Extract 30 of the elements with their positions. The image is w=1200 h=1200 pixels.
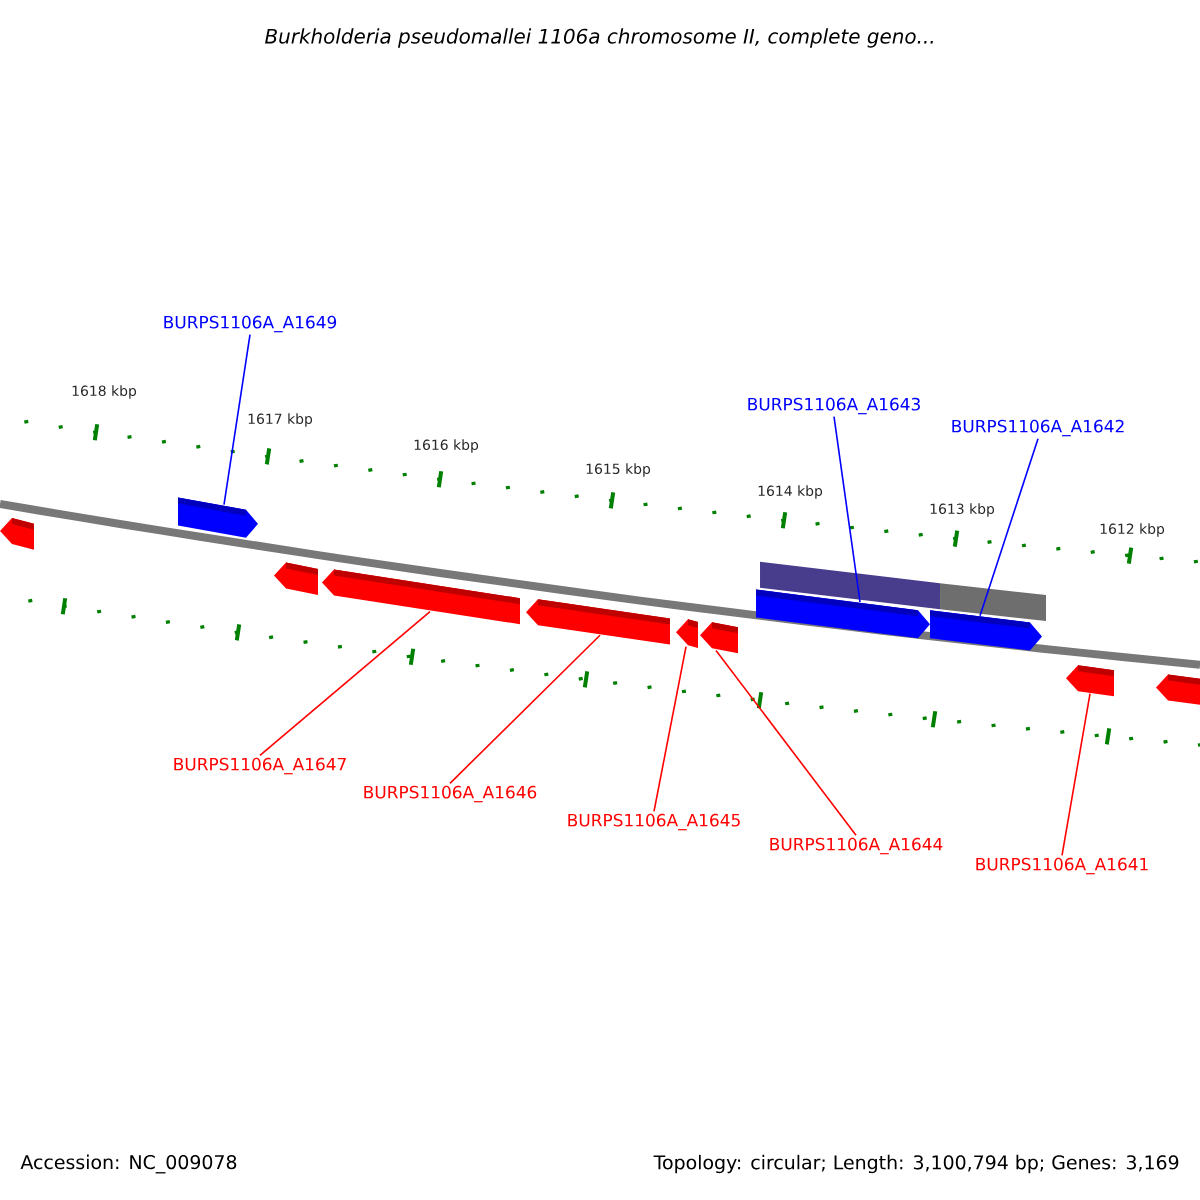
gene-block	[322, 569, 520, 625]
gene-block	[700, 622, 738, 654]
leader-line	[653, 645, 687, 813]
leader-line	[223, 333, 251, 506]
gene-label: BURPS1106A_A1647	[174, 757, 346, 775]
leader-line	[979, 437, 1039, 617]
gene-block	[526, 599, 670, 645]
gene-block	[1156, 674, 1200, 705]
gene-label: BURPS1106A_A1642	[952, 419, 1124, 437]
gene-label: BURPS1106A_A1649	[164, 315, 337, 333]
leader-line	[1061, 692, 1091, 857]
leader-line	[259, 610, 431, 757]
leader-line	[715, 649, 857, 837]
gene-label: BURPS1106A_A1644	[770, 837, 943, 855]
gene-label: BURPS1106A_A1641	[976, 857, 1148, 875]
gene-block	[1066, 665, 1114, 697]
gene-label: BURPS1106A_A1645	[568, 813, 740, 831]
leader-line	[833, 415, 861, 603]
gene-block	[274, 562, 318, 595]
footer-text: Topology: circular; Length: 3,100,794 bp; Genes: 3,169	[653, 1154, 1179, 1174]
leader-line	[449, 634, 601, 785]
gene-label: BURPS1106A_A1646	[364, 785, 537, 803]
gene-block	[676, 619, 698, 648]
footer-text: Accession: NC_009078	[20, 1154, 237, 1174]
gene-label: BURPS1106A_A1643	[748, 397, 920, 415]
gene-block	[178, 497, 258, 538]
title: Burkholderia pseudomallei 1106a chromosome II, complete geno...	[265, 28, 933, 48]
gene-block	[0, 518, 34, 550]
gene-block	[930, 610, 1042, 651]
gene-block	[756, 589, 930, 639]
